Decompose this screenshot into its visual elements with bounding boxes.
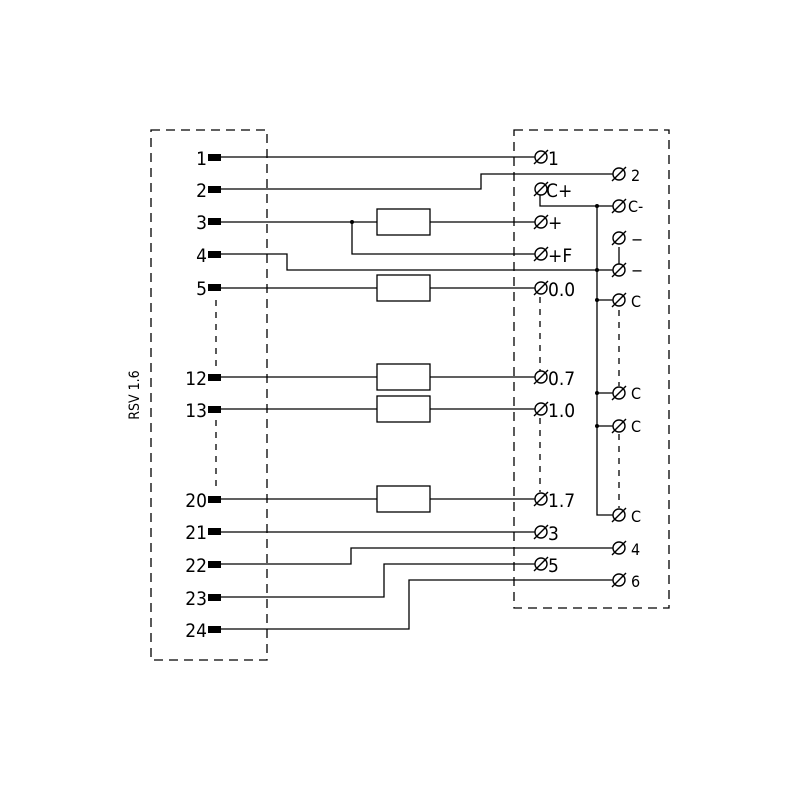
- pin-contact: [208, 626, 221, 633]
- pin-contact: [208, 186, 221, 193]
- screw-terminal-icon: [611, 198, 627, 214]
- terminal-label: C-: [628, 197, 643, 216]
- wire-2: [221, 173, 613, 190]
- pin-contact: [208, 154, 221, 161]
- wire-4: [221, 253, 613, 271]
- pin-label: 13: [185, 400, 207, 422]
- terminal-label: −: [631, 230, 643, 249]
- terminal-label: 5: [548, 555, 559, 577]
- pin-label: 1: [196, 148, 207, 170]
- module-box: [513, 129, 670, 609]
- fuse-13: [376, 395, 431, 423]
- screw-terminal-icon: [533, 556, 549, 572]
- pin-contact: [208, 374, 221, 381]
- pin-contact: [208, 406, 221, 413]
- fuse-5: [376, 274, 431, 302]
- screw-terminal-icon: [533, 369, 549, 385]
- pin-label: 21: [185, 522, 207, 544]
- pin-contact: [208, 561, 221, 568]
- pin-label: 24: [185, 620, 207, 642]
- wire-22: [221, 547, 613, 565]
- terminal-label: 6: [631, 572, 640, 591]
- screw-terminal-icon: [533, 149, 549, 165]
- terminal-label: 3: [548, 523, 559, 545]
- fuse-20: [376, 485, 431, 513]
- terminal-label: C: [631, 384, 641, 403]
- screw-terminal-icon: [533, 401, 549, 417]
- pin-label: 20: [185, 490, 207, 512]
- pin-label: 4: [196, 245, 207, 267]
- screw-terminal-icon: [611, 418, 627, 434]
- connector-box: [150, 129, 268, 661]
- terminal-label: 1: [548, 148, 559, 170]
- junction-dot: [595, 391, 599, 395]
- pin-label: 5: [196, 278, 207, 300]
- pin-label: 3: [196, 212, 207, 234]
- screw-terminal-icon: [533, 214, 549, 230]
- screw-terminal-icon: [611, 540, 627, 556]
- pin-contact: [208, 284, 221, 291]
- terminal-label: +F: [548, 245, 572, 267]
- junction-dot: [350, 220, 354, 224]
- pin-contact: [208, 496, 221, 503]
- screw-terminal-icon: [611, 507, 627, 523]
- junction-dot: [595, 424, 599, 428]
- terminal-label: 2: [631, 166, 640, 185]
- wire-24: [221, 579, 613, 630]
- junction-dot: [595, 268, 599, 272]
- screw-terminal-icon: [611, 292, 627, 308]
- pin-label: 2: [196, 180, 207, 202]
- pin-label: 23: [185, 588, 207, 610]
- terminal-label: 0.0: [548, 279, 575, 301]
- terminal-label: C: [631, 507, 641, 526]
- terminal-label: C: [631, 292, 641, 311]
- pin-contact: [208, 218, 221, 225]
- screw-terminal-icon: [611, 166, 627, 182]
- wire-3-branch: [351, 222, 535, 255]
- pin-label: 12: [185, 368, 207, 390]
- common-bus: [596, 206, 613, 516]
- terminal-label: 0.7: [548, 368, 575, 390]
- module-label: RSV 1.6: [127, 370, 143, 419]
- screw-terminal-icon: [611, 385, 627, 401]
- junction-dot: [595, 204, 599, 208]
- junction-dot: [595, 298, 599, 302]
- wire-23: [221, 563, 535, 598]
- terminal-label: 1.0: [548, 400, 575, 422]
- pin-label: 22: [185, 555, 207, 577]
- terminal-label: C: [631, 417, 641, 436]
- screw-terminal-icon: [611, 262, 627, 278]
- terminal-label: −: [631, 261, 643, 280]
- screw-terminal-icon: [611, 230, 627, 246]
- terminal-label: 1.7: [548, 490, 575, 512]
- fuse-3: [376, 208, 431, 236]
- fuse-12: [376, 363, 431, 391]
- pin-contact: [208, 528, 221, 535]
- pin-contact: [208, 251, 221, 258]
- screw-terminal-icon: [533, 181, 549, 197]
- screw-terminal-icon: [533, 491, 549, 507]
- screw-terminal-icon: [611, 572, 627, 588]
- terminal-label: C+: [546, 180, 572, 202]
- pin-contact: [208, 594, 221, 601]
- terminal-label: 4: [631, 540, 640, 559]
- common-bus: [539, 195, 613, 207]
- common-bus: [597, 299, 613, 427]
- terminal-label: +: [548, 212, 562, 234]
- screw-terminal-icon: [533, 246, 549, 262]
- screw-terminal-icon: [533, 280, 549, 296]
- screw-terminal-icon: [533, 524, 549, 540]
